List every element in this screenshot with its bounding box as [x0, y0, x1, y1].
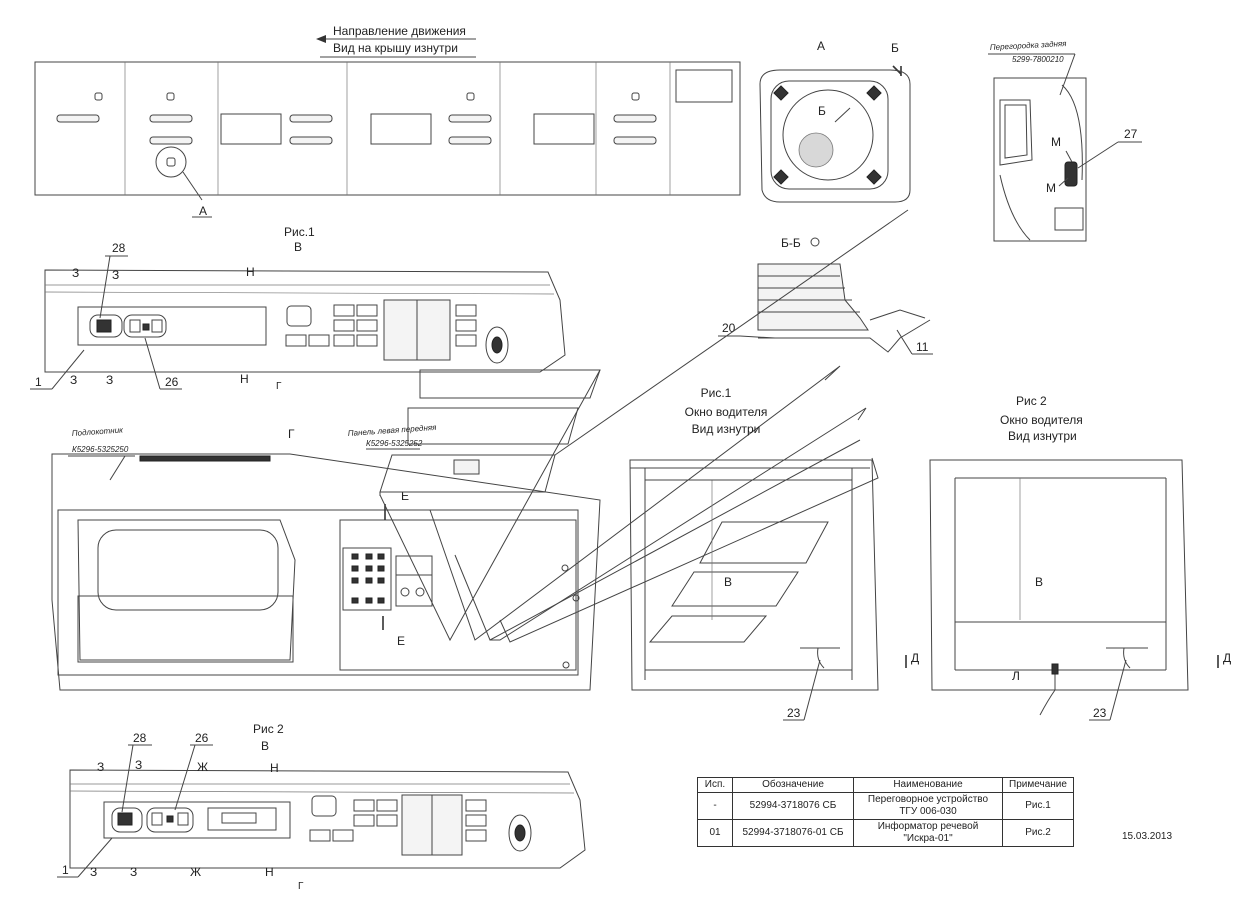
- roof-view: Направление движения Вид на крышу изнутр…: [34, 24, 741, 218]
- rear-partition: Перегородка задняя 5299-7800210 М М 27: [988, 39, 1142, 242]
- rear-partition-code: 5299-7800210: [1012, 55, 1064, 64]
- dim-Z: З: [106, 373, 113, 387]
- callout-11: 11: [916, 340, 929, 354]
- direction-label: Направление движения: [333, 24, 466, 38]
- table-row: - 52994-3718076 СБ Переговорное устройст…: [697, 792, 1074, 820]
- fig1-panel-view: Рис.1 В 28 З З Н З З Н Г 1: [30, 225, 566, 392]
- cell-name-line2: "Искра-01": [903, 833, 953, 844]
- dim-Z: З: [90, 865, 97, 879]
- switch-panel-2: [309, 794, 487, 856]
- table-header-row: Исп. Обозначение Наименование Примечание: [697, 777, 1074, 793]
- callout-1b: 1: [62, 863, 69, 877]
- speaker-grille-icon: [798, 132, 834, 168]
- breaker-array: [351, 553, 385, 604]
- fig2-window-sub2: Вид изнутри: [1008, 429, 1077, 443]
- callout-A: А: [199, 204, 207, 218]
- fig1-window-sub1: Окно водителя: [685, 405, 768, 419]
- front-panel-label: Панель левая передняя: [348, 423, 438, 438]
- M-label-2: М: [1046, 181, 1056, 195]
- D-label-2: Д: [1223, 651, 1231, 665]
- L-label: Л: [1012, 669, 1020, 683]
- table-row: 01 52994-3718076-01 СБ Информатор речево…: [697, 819, 1074, 847]
- dim-N: Н: [240, 372, 249, 386]
- fig1-window-title: Рис.1: [701, 386, 732, 400]
- callout-1a: 1: [35, 375, 42, 389]
- dim-N: Н: [270, 761, 279, 775]
- fig1-view-B: В: [294, 240, 302, 254]
- M-label-1: М: [1051, 135, 1061, 149]
- section-BB-label: Б-Б: [781, 236, 801, 250]
- view-G-title: Г: [288, 427, 295, 441]
- dim-G: Г: [276, 381, 282, 392]
- window-sill-code: К5296-5325250: [72, 445, 129, 454]
- col-header: Обозначение: [732, 777, 854, 793]
- fig1-driver-window: Рис.1 Окно водителя Вид изнутри В Д 23: [629, 386, 919, 721]
- dim-Z: З: [135, 758, 142, 772]
- fig1-window-sub2: Вид изнутри: [692, 422, 761, 436]
- dim-ZH: Ж: [190, 865, 201, 879]
- callout-23b: 23: [1093, 706, 1107, 720]
- cell-code: 52994-3718076 СБ: [732, 792, 854, 820]
- fig1-title: Рис.1: [284, 225, 315, 239]
- callout-27: 27: [1124, 127, 1138, 141]
- specification-table: Исп. Обозначение Наименование Примечание…: [697, 777, 1074, 847]
- col-header: Наименование: [853, 777, 1003, 793]
- fig2-panel-view: Рис 2 В 28 26 З З Ж Н: [57, 722, 586, 892]
- B-inner-label: Б: [818, 104, 826, 118]
- cell-isp: -: [697, 792, 733, 820]
- E-label-1: Е: [401, 489, 409, 503]
- dim-G: Г: [298, 881, 304, 892]
- callout-23a: 23: [787, 706, 801, 720]
- callout-28a: 28: [112, 241, 126, 255]
- view-label: Вид на крышу изнутри: [333, 41, 458, 55]
- dim-N: Н: [265, 865, 274, 879]
- cell-isp: 01: [697, 819, 733, 847]
- D-label-1: Д: [911, 651, 919, 665]
- callout-26a: 26: [165, 375, 179, 389]
- callout-26b: 26: [195, 731, 209, 745]
- fig2-driver-window: Рис 2 Окно водителя Вид изнутри В Л Д 23: [929, 394, 1231, 721]
- dim-Z: З: [97, 760, 104, 774]
- view-A-title: А: [817, 39, 825, 53]
- cell-note: Рис.2: [1002, 819, 1074, 847]
- rear-partition-label: Перегородка задняя: [990, 39, 1068, 52]
- dim-N: Н: [246, 265, 255, 279]
- section-B-B: Б-Б 20 11: [718, 236, 933, 355]
- col-header: Исп.: [697, 777, 733, 793]
- fig2-title: Рис 2: [253, 722, 284, 736]
- cell-name-line1: Информатор речевой: [877, 821, 979, 832]
- window-sill-label: Подлокотник: [72, 425, 125, 438]
- dim-Z: З: [112, 268, 119, 282]
- front-panel-code: К5296-5325252: [366, 439, 423, 448]
- projection-leaders: [379, 209, 909, 643]
- fig2-window-title: Рис 2: [1016, 394, 1047, 408]
- drawing-date: 15.03.2013: [1122, 831, 1173, 842]
- fig2-window-sub1: Окно водителя: [1000, 413, 1083, 427]
- col-header: Примечание: [1002, 777, 1074, 793]
- B-mark: Б: [891, 41, 899, 55]
- dim-Z: З: [130, 865, 137, 879]
- fig2-view-B: В: [261, 739, 269, 753]
- dim-ZH: Ж: [197, 760, 208, 774]
- V-label-2: В: [1035, 575, 1043, 589]
- dim-Z: З: [70, 373, 77, 387]
- cell-name-line1: Переговорное устройство: [867, 794, 989, 805]
- cell-code: 52994-3718076-01 СБ: [732, 819, 854, 847]
- view-G-interior: Г Подлокотник К5296-5325250 Панель левая…: [51, 423, 601, 691]
- switch-panel-1: [285, 299, 477, 361]
- callout-28b: 28: [133, 731, 147, 745]
- cell-name-line2: ТГУ 006-030: [899, 806, 957, 817]
- view-A-speaker: А Б Б: [759, 39, 911, 203]
- dim-Z: З: [72, 266, 79, 280]
- direction-arrow-icon: [316, 35, 326, 43]
- V-label-1: В: [724, 575, 732, 589]
- callout-20: 20: [722, 321, 736, 335]
- cell-name: Информатор речевой"Искра-01": [853, 819, 1003, 847]
- cell-note: Рис.1: [1002, 792, 1074, 820]
- E-label-2: Е: [397, 634, 405, 648]
